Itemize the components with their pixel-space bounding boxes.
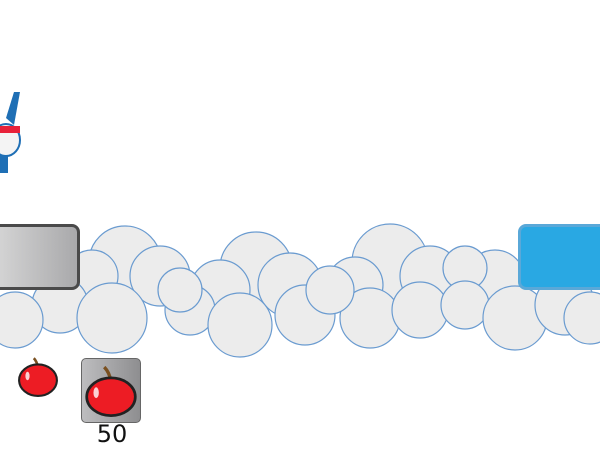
blue-platform bbox=[518, 224, 600, 290]
cloud-bank bbox=[0, 223, 600, 358]
apple-icon[interactable] bbox=[17, 355, 59, 397]
item-count: 50 bbox=[96, 420, 128, 448]
player-character bbox=[0, 92, 21, 173]
gray-platform bbox=[0, 224, 80, 290]
apple-icon bbox=[85, 365, 137, 417]
